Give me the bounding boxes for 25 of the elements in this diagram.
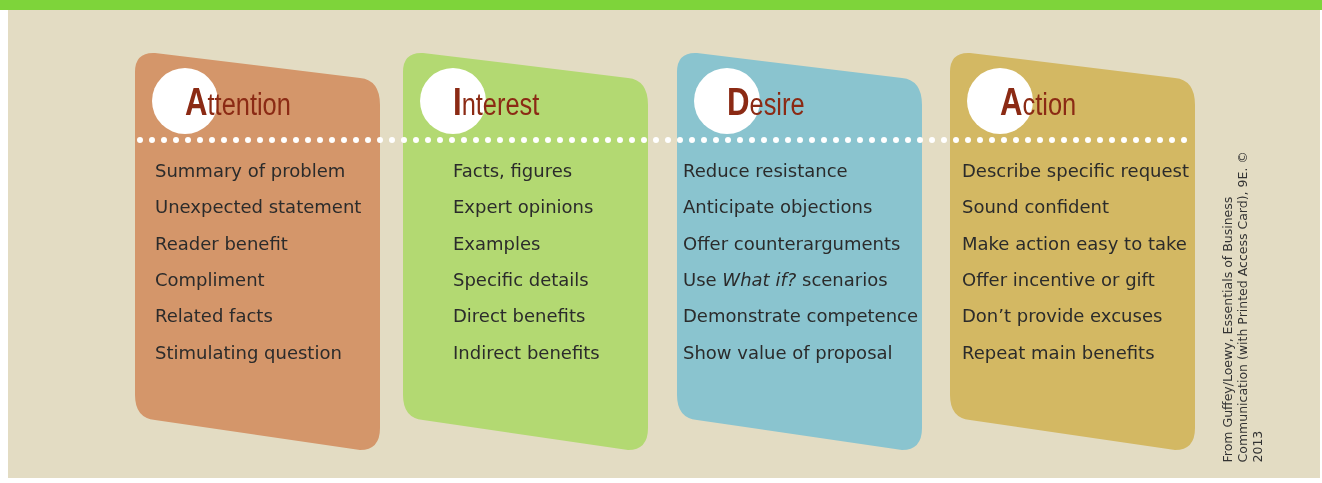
list-item: Specific details: [453, 268, 589, 291]
list-item: Reduce resistance: [683, 160, 848, 182]
list-item: Facts, figures: [453, 160, 573, 182]
list-item: Show value of proposal: [683, 341, 893, 364]
list-item: Indirect benefits: [453, 341, 600, 364]
list-item: Sound confident: [962, 196, 1110, 219]
list-item: Expert opinions: [453, 196, 594, 219]
list-item: Compliment: [155, 268, 265, 291]
list-item: Unexpected statement: [155, 196, 362, 219]
list-item: Anticipate objections: [683, 196, 873, 219]
list-item: Stimulating question: [155, 341, 342, 364]
list-item: Don’t provide excuses: [962, 305, 1163, 328]
list-item: Make action easy to take: [962, 232, 1187, 255]
list-item: Examples: [453, 232, 541, 255]
source-credit: From Guffey/Loewy, Essentials of Business Communication (with Printed Access Card), 9E. © 2013: [1219, 150, 1265, 463]
list-item: Offer counterarguments: [683, 232, 901, 255]
list-item: Offer incentive or gift: [962, 268, 1155, 291]
list-item: Direct benefits: [453, 305, 586, 328]
list-item: Reader benefit: [155, 232, 288, 255]
list-item: Summary of problem: [155, 160, 346, 182]
list-item: Repeat main benefits: [962, 341, 1155, 364]
list-item: Use What if? scenarios: [683, 268, 888, 291]
list-item: Related facts: [155, 305, 273, 328]
list-item: Demonstrate competence: [683, 305, 919, 328]
list-item: Describe specific request: [962, 160, 1189, 182]
